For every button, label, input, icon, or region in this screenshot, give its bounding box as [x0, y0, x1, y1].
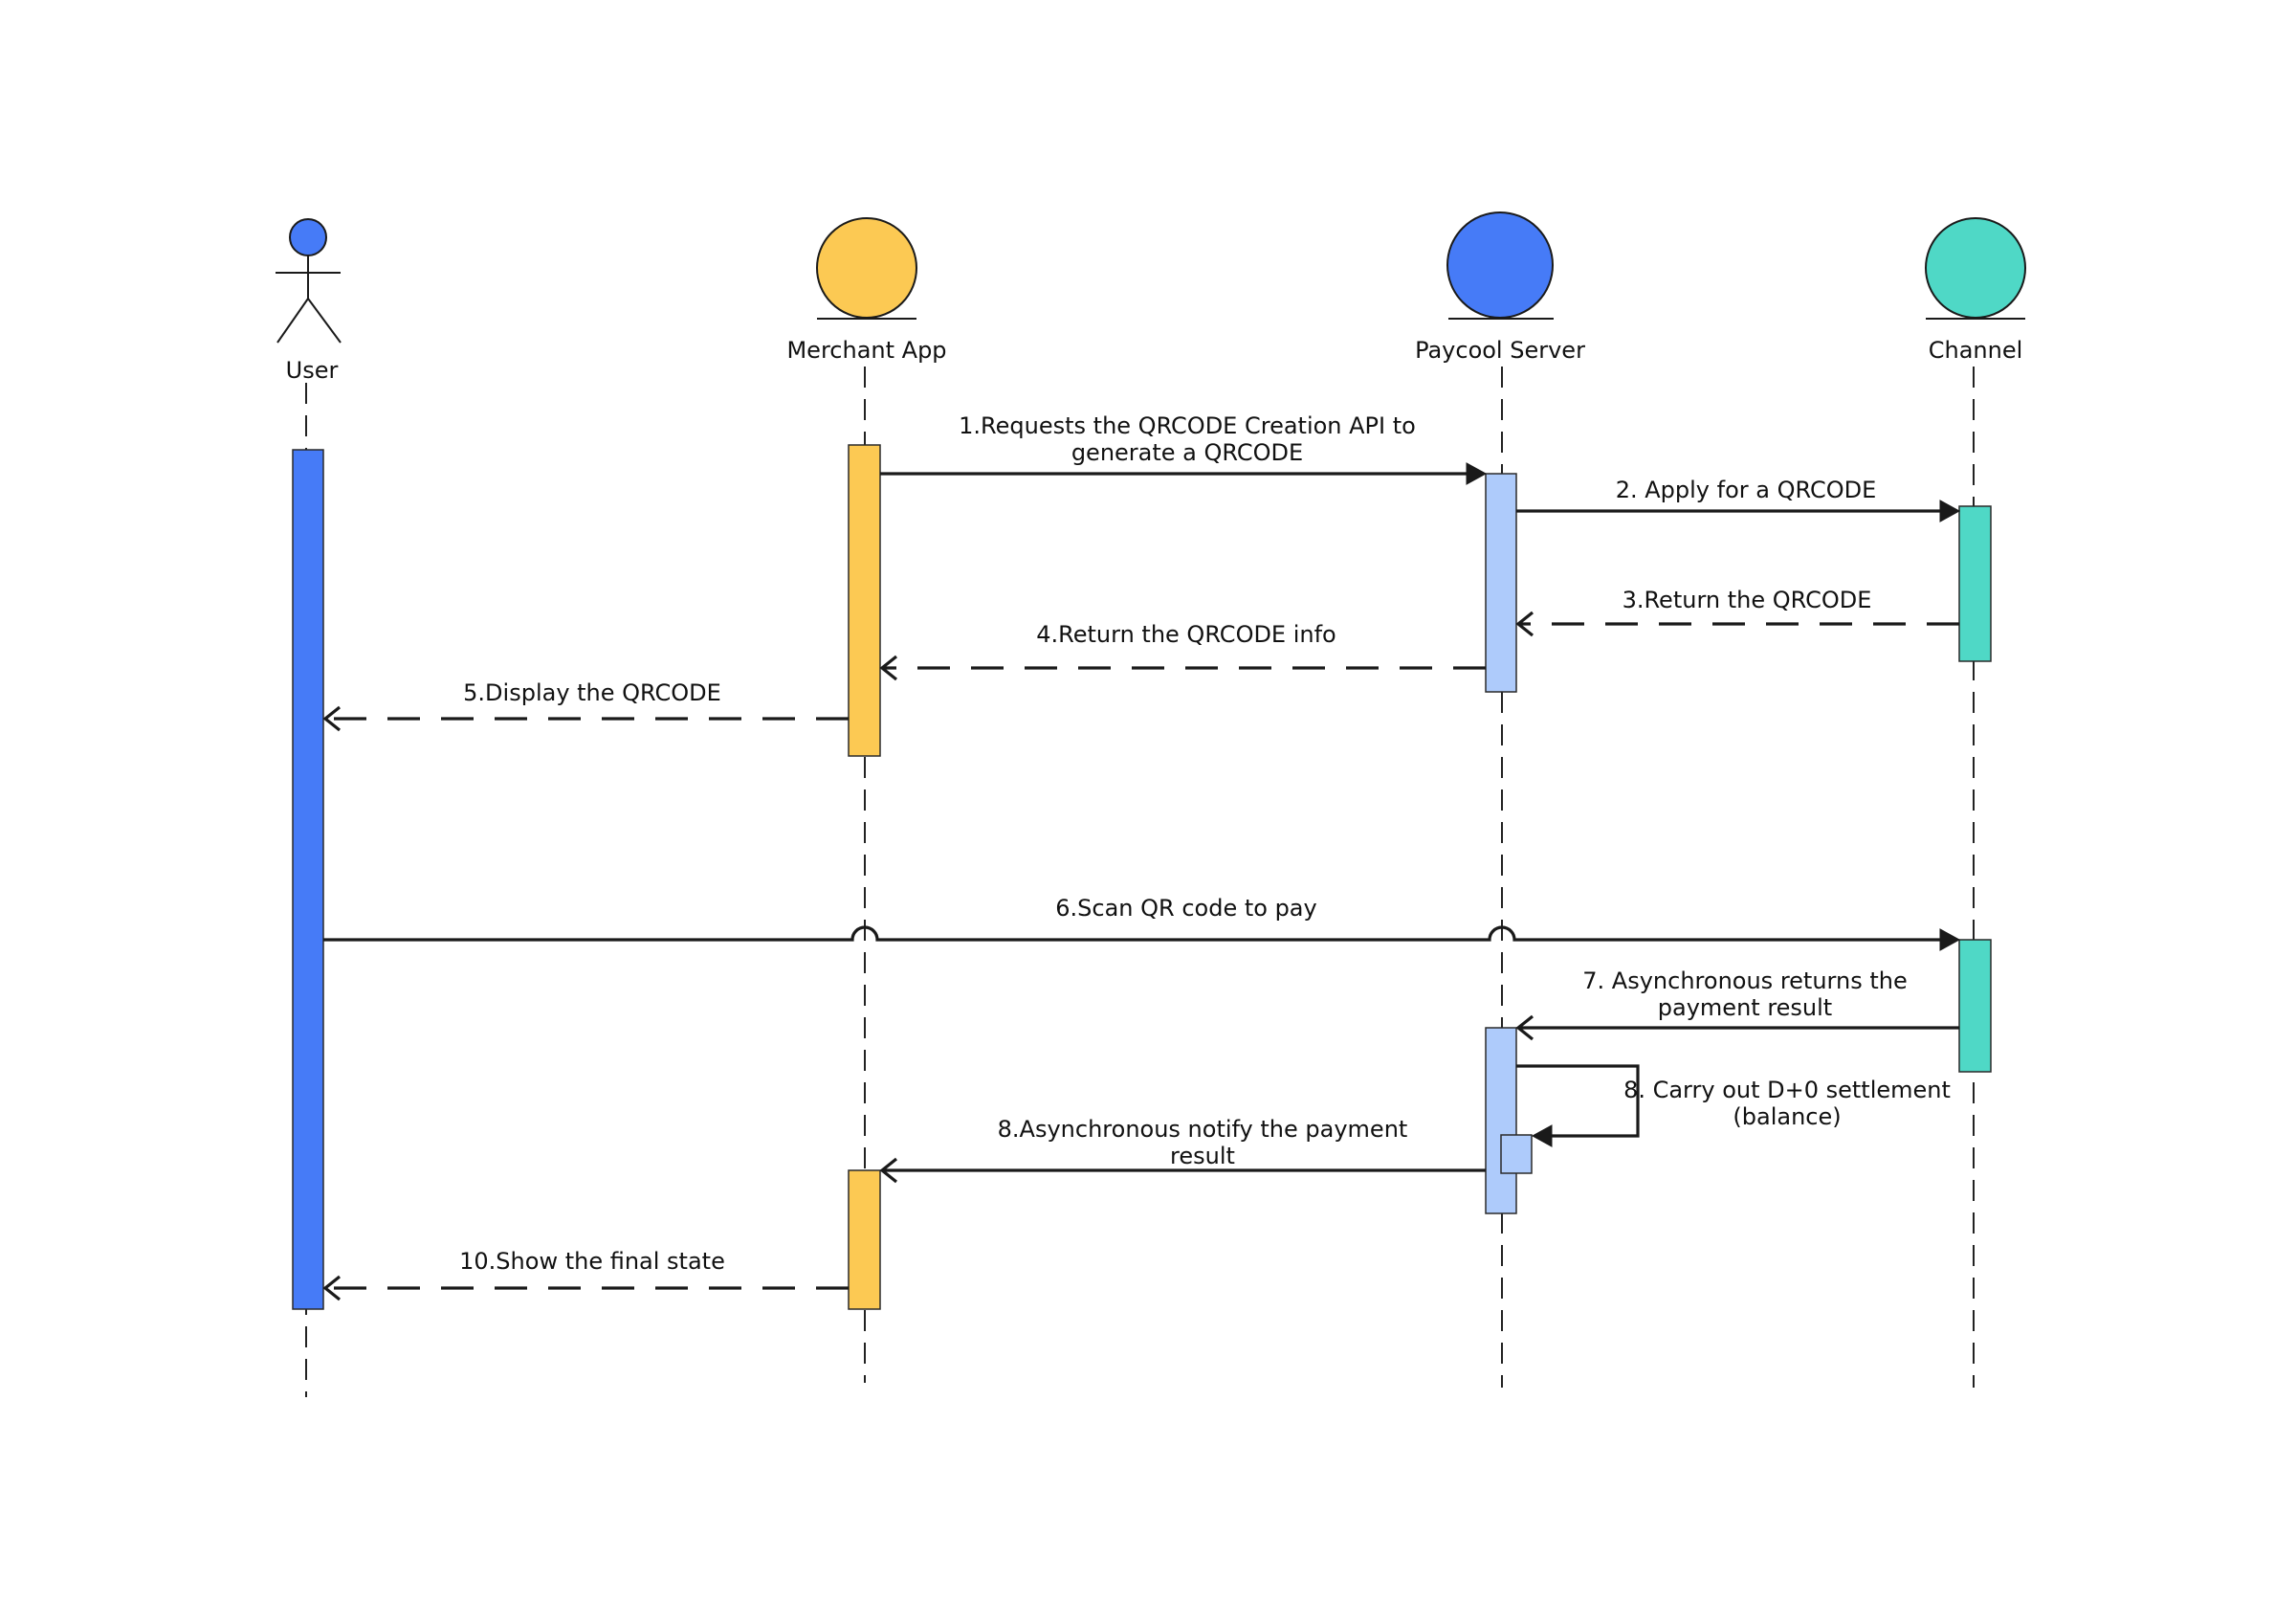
participant-label-merchant: Merchant App	[786, 337, 946, 364]
activation-merchant-2	[848, 1169, 881, 1310]
activation-channel-2	[1958, 939, 1992, 1073]
channel-entity-circle	[1925, 217, 2026, 319]
participant-label-server: Paycool Server	[1415, 337, 1585, 364]
message-7: 7. Asynchronous returns the payment resu…	[1515, 967, 1959, 1041]
participant-label-user: User	[286, 357, 339, 384]
message-4: 4.Return the QRCODE info	[879, 621, 1486, 681]
merchant-entity-circle	[816, 217, 917, 319]
server-entity-icon	[1446, 211, 1554, 320]
activation-channel-1	[1958, 505, 1992, 662]
message-1-label-line1: 1.Requests the QRCODE Creation API to	[959, 412, 1416, 439]
message-1-arrowhead	[1466, 462, 1488, 485]
participant-paycool-server: Paycool Server	[1415, 211, 1585, 364]
participant-merchant-app: Merchant App	[786, 217, 947, 364]
message-2-label: 2. Apply for a QRCODE	[1616, 477, 1877, 503]
message-10: 10.Show the final state	[322, 1248, 849, 1301]
message-7-label-line2: payment result	[1658, 994, 1832, 1021]
message-5-label: 5.Display the QRCODE	[463, 679, 721, 706]
merchant-entity-icon	[816, 217, 917, 320]
message-7-label-line1: 7. Asynchronous returns the	[1582, 967, 1907, 994]
message-8-label-line1: 8.Asynchronous notify the payment	[998, 1116, 1408, 1143]
activation-server-2	[1485, 1027, 1517, 1214]
message-7-arrowhead	[1515, 1014, 1534, 1041]
server-entity-circle	[1446, 211, 1554, 319]
message-4-label: 4.Return the QRCODE info	[1036, 621, 1336, 648]
message-8-self-arrowhead	[1531, 1124, 1553, 1147]
message-4-arrowhead	[879, 655, 897, 681]
activation-server-nested	[1500, 1134, 1533, 1174]
message-5: 5.Display the QRCODE	[322, 679, 849, 732]
message-3-label: 3.Return the QRCODE	[1623, 587, 1872, 613]
activation-merchant-1	[848, 444, 881, 757]
message-6: 6.Scan QR code to pay	[323, 895, 1961, 951]
message-5-arrowhead	[322, 705, 341, 732]
message-8-arrowhead	[879, 1157, 897, 1184]
participant-label-channel: Channel	[1929, 337, 2023, 364]
user-actor-head	[289, 218, 327, 256]
participant-user: User	[276, 218, 342, 384]
user-actor-icon	[276, 218, 342, 344]
message-2: 2. Apply for a QRCODE	[1516, 477, 1961, 522]
activation-server-1	[1485, 473, 1517, 693]
message-8-self-line	[1516, 1064, 1640, 1138]
message-6-line	[323, 925, 1945, 942]
message-8-label-line2: result	[1170, 1143, 1235, 1169]
message-1: 1.Requests the QRCODE Creation API to ge…	[880, 412, 1488, 485]
message-10-arrowhead	[322, 1275, 341, 1301]
message-8-self-label-line2: (balance)	[1733, 1103, 1841, 1130]
participant-channel: Channel	[1925, 217, 2026, 364]
message-3-arrowhead	[1515, 611, 1534, 637]
message-8: 8.Asynchronous notify the payment result	[879, 1116, 1486, 1184]
message-6-label: 6.Scan QR code to pay	[1055, 895, 1316, 922]
message-2-arrowhead	[1939, 500, 1961, 522]
message-1-label-line2: generate a QRCODE	[1071, 439, 1303, 466]
message-3: 3.Return the QRCODE	[1515, 587, 1959, 637]
message-8-self: 8. Carry out D+0 settlement (balance)	[1516, 1064, 1951, 1147]
message-6-arrowhead	[1939, 928, 1961, 951]
channel-entity-icon	[1925, 217, 2026, 320]
activation-user	[292, 449, 324, 1310]
message-8-self-label-line1: 8. Carry out D+0 settlement	[1623, 1077, 1951, 1103]
message-10-label: 10.Show the final state	[459, 1248, 725, 1275]
